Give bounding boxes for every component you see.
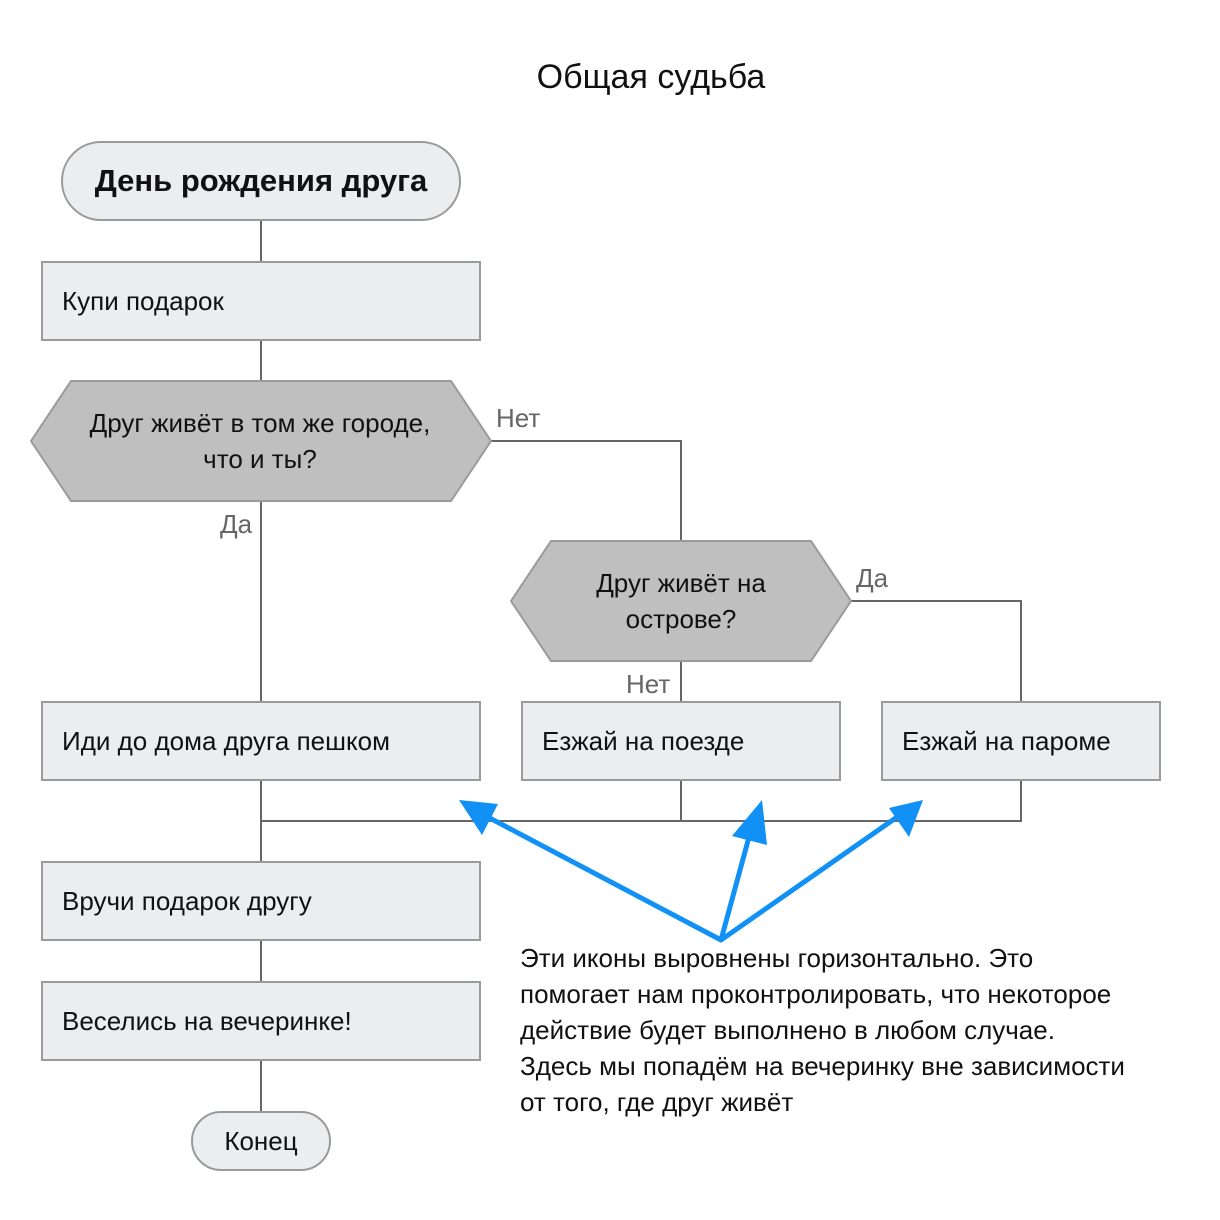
diagram-title: Общая судьба (536, 58, 766, 96)
annotation-arrowhead-right (889, 800, 923, 837)
annotation-arrowhead-middle (732, 800, 767, 845)
connector-island-ferry (851, 600, 1022, 701)
edge-label-same-city-yes: Да (220, 509, 253, 539)
edge-label-same-city-no: Нет (496, 403, 541, 433)
annotation-arrow-middle (718, 823, 755, 943)
annotation-arrow-left (479, 811, 724, 943)
process-ferry: Езжай на пароме (881, 701, 1161, 781)
decision-island-label: Друг живёт на острове? (596, 568, 766, 634)
end-terminal: Конец (191, 1111, 331, 1171)
connector-ferry-merge (261, 781, 1022, 822)
process-buy-gift: Купи подарок (41, 261, 481, 341)
edge-label-island-yes: Да (856, 563, 889, 593)
process-party: Веселись на вечеринке! (41, 981, 481, 1061)
process-walk: Иди до дома друга пешком (41, 701, 481, 781)
process-train: Езжай на поезде (521, 701, 841, 781)
decision-same-city-label: Друг живёт в том же городе, что и ты? (89, 408, 431, 474)
annotation-arrowhead-left (459, 800, 498, 835)
annotation-text: Эти иконы выровнены горизонтально. Это п… (520, 943, 1125, 1117)
start-terminal: День рождения друга (61, 141, 461, 221)
process-give-gift: Вручи подарок другу (41, 861, 481, 941)
edge-label-island-no: Нет (626, 669, 671, 699)
connector-decision-island (491, 440, 682, 541)
decision-same-city-shape (29, 380, 493, 502)
decision-island-shape (509, 540, 853, 662)
annotation-arrow-right (718, 812, 903, 943)
